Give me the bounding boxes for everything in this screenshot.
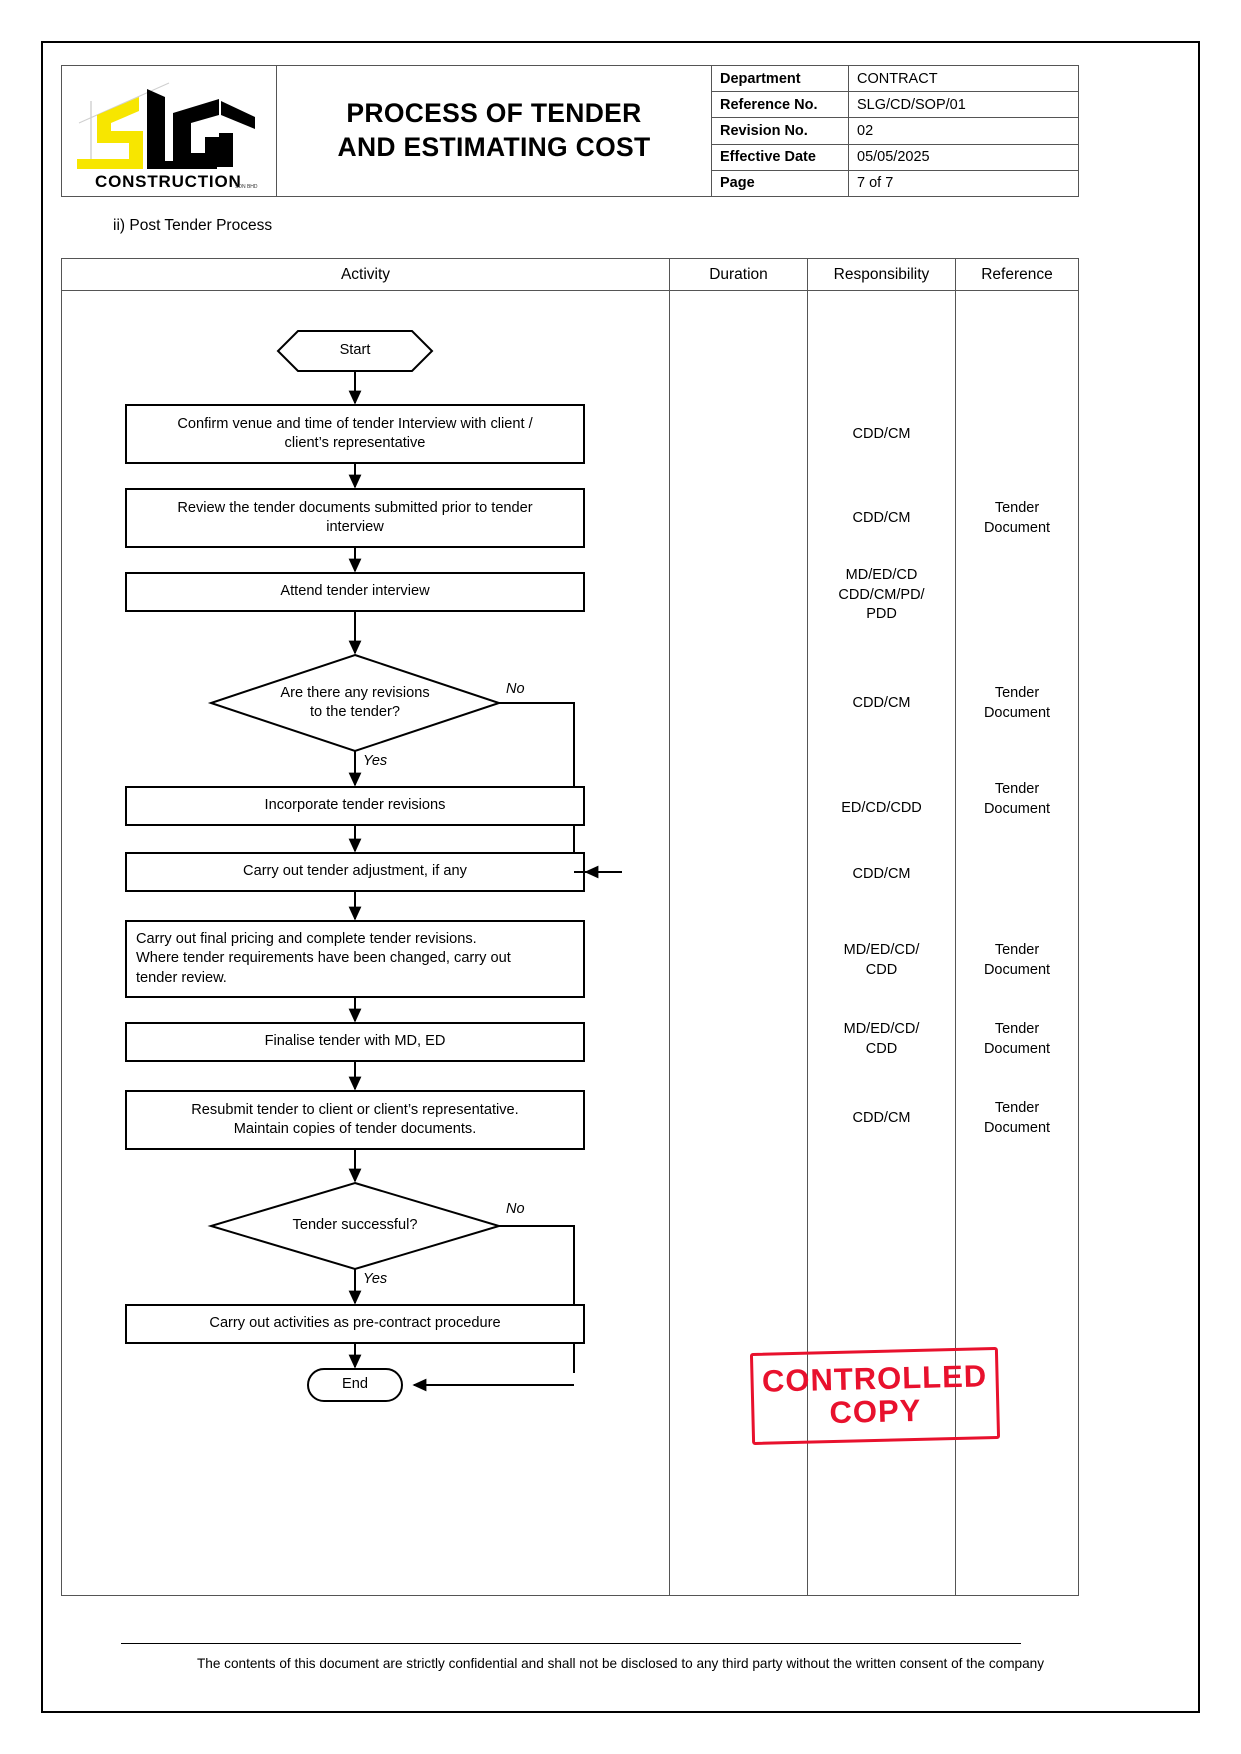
document-meta-table: Department CONTRACT Reference No. SLG/CD… [712, 66, 1078, 197]
meta-label-department: Department [712, 66, 849, 92]
flowchart-table-header-row: Activity Duration Responsibility Referen… [62, 259, 1078, 291]
reference-n2: Tender Document [983, 500, 1051, 536]
meta-value-page: 7 of 7 [857, 175, 894, 192]
slg-construction-logo: CONSTRUCTION SDN BHD [69, 71, 269, 191]
footer-confidentiality-note: The contents of this document are strict… [196, 1656, 1045, 1671]
node-box-n7 [125, 1022, 585, 1062]
logo-cell: CONSTRUCTION SDN BHD [62, 66, 277, 196]
duration-column [670, 291, 808, 1595]
branch-label-d2-no: No [506, 1201, 525, 1217]
meta-row-department: Department CONTRACT [712, 66, 1078, 93]
flowchart-shapes [125, 330, 622, 1402]
meta-label-page: Page [712, 170, 849, 197]
title-cell: PROCESS OF TENDER AND ESTIMATING COST [277, 66, 712, 196]
responsibility-n2: CDD/CM [852, 510, 911, 526]
document-header: CONSTRUCTION SDN BHD PROCESS OF TENDER A… [61, 65, 1079, 197]
meta-label-effective-date: Effective Date [712, 144, 849, 170]
responsibility-n7: MD/ED/CD/ CDD [843, 1021, 920, 1057]
column-header-reference: Reference [981, 265, 1053, 283]
decision-shape-d1 [207, 653, 503, 753]
end-shape [307, 1368, 403, 1402]
meta-value-revision-no: 02 [857, 123, 874, 139]
node-box-n1 [125, 404, 585, 464]
logo-icon: CONSTRUCTION SDN BHD [77, 82, 258, 191]
responsibility-n1: CDD/CM [852, 426, 911, 442]
reference-n7: Tender Document [983, 1021, 1051, 1057]
reference-column: Tender Document Tender Document Tender D… [956, 291, 1078, 1595]
flowchart-canvas: Start Confirm venue and time of tender I… [62, 291, 670, 1595]
page-title-line2: AND ESTIMATING COST [337, 132, 651, 162]
meta-row-effective-date: Effective Date 05/05/2025 [712, 144, 1078, 171]
responsibility-column: CDD/CM CDD/CM MD/ED/CD CDD/CM/PD/ PDD CD… [808, 291, 956, 1595]
section-sub-heading: ii) Post Tender Process [113, 217, 273, 234]
reference-n4: Tender Document [983, 781, 1051, 817]
node-box-n2 [125, 488, 585, 548]
column-header-activity: Activity [62, 259, 670, 290]
page-title-line1: PROCESS OF TENDER [346, 98, 642, 129]
reference-d1: Tender Document [983, 685, 1051, 721]
meta-row-reference-no: Reference No. SLG/CD/SOP/01 [712, 92, 1078, 119]
stamp-line-2: COPY [829, 1392, 922, 1431]
column-header-duration: Duration [670, 259, 808, 290]
controlled-copy-stamp: CONTROLLED COPY [749, 1346, 1001, 1446]
meta-label-reference-no: Reference No. [712, 92, 849, 118]
column-header-responsibility: Responsibility [808, 259, 956, 290]
reference-n6: Tender Document [983, 942, 1051, 978]
responsibility-d1: CDD/CM [852, 695, 911, 711]
branch-label-d2-yes: Yes [363, 1271, 388, 1287]
meta-row-revision-no: Revision No. 02 [712, 118, 1078, 145]
page-frame: CONSTRUCTION SDN BHD PROCESS OF TENDER A… [41, 41, 1200, 1713]
meta-value-effective-date: 05/05/2025 [857, 149, 930, 166]
meta-label-revision-no: Revision No. [712, 118, 849, 144]
logo-wordmark: CONSTRUCTION [95, 172, 242, 191]
start-shape [276, 330, 434, 372]
branch-label-d1-no: No [506, 681, 525, 697]
branch-label-d1-yes: Yes [363, 753, 388, 769]
responsibility-n3: MD/ED/CD CDD/CM/PD/ PDD [838, 567, 925, 623]
node-box-n9 [125, 1304, 585, 1344]
meta-row-page: Page 7 of 7 [712, 170, 1078, 197]
meta-value-department: CONTRACT [857, 70, 938, 87]
decision-shape-d2 [207, 1181, 503, 1271]
responsibility-n6: MD/ED/CD/ CDD [843, 942, 920, 978]
responsibility-n4: ED/CD/CDD [841, 800, 922, 816]
logo-wordmark-suffix: SDN BHD [235, 184, 258, 190]
reference-n8: Tender Document [983, 1100, 1051, 1136]
meta-value-reference-no: SLG/CD/SOP/01 [857, 96, 966, 113]
node-box-n3 [125, 572, 585, 612]
footer-divider [121, 1643, 1021, 1644]
node-box-n8 [125, 1090, 585, 1150]
page-title: PROCESS OF TENDER AND ESTIMATING COST [338, 97, 651, 165]
node-box-n5 [125, 852, 585, 892]
node-box-n4 [125, 786, 585, 826]
responsibility-n8: CDD/CM [852, 1110, 911, 1126]
node-box-n6 [125, 920, 585, 998]
responsibility-n5: CDD/CM [852, 866, 911, 882]
activity-column: Start Confirm venue and time of tender I… [62, 291, 670, 1595]
